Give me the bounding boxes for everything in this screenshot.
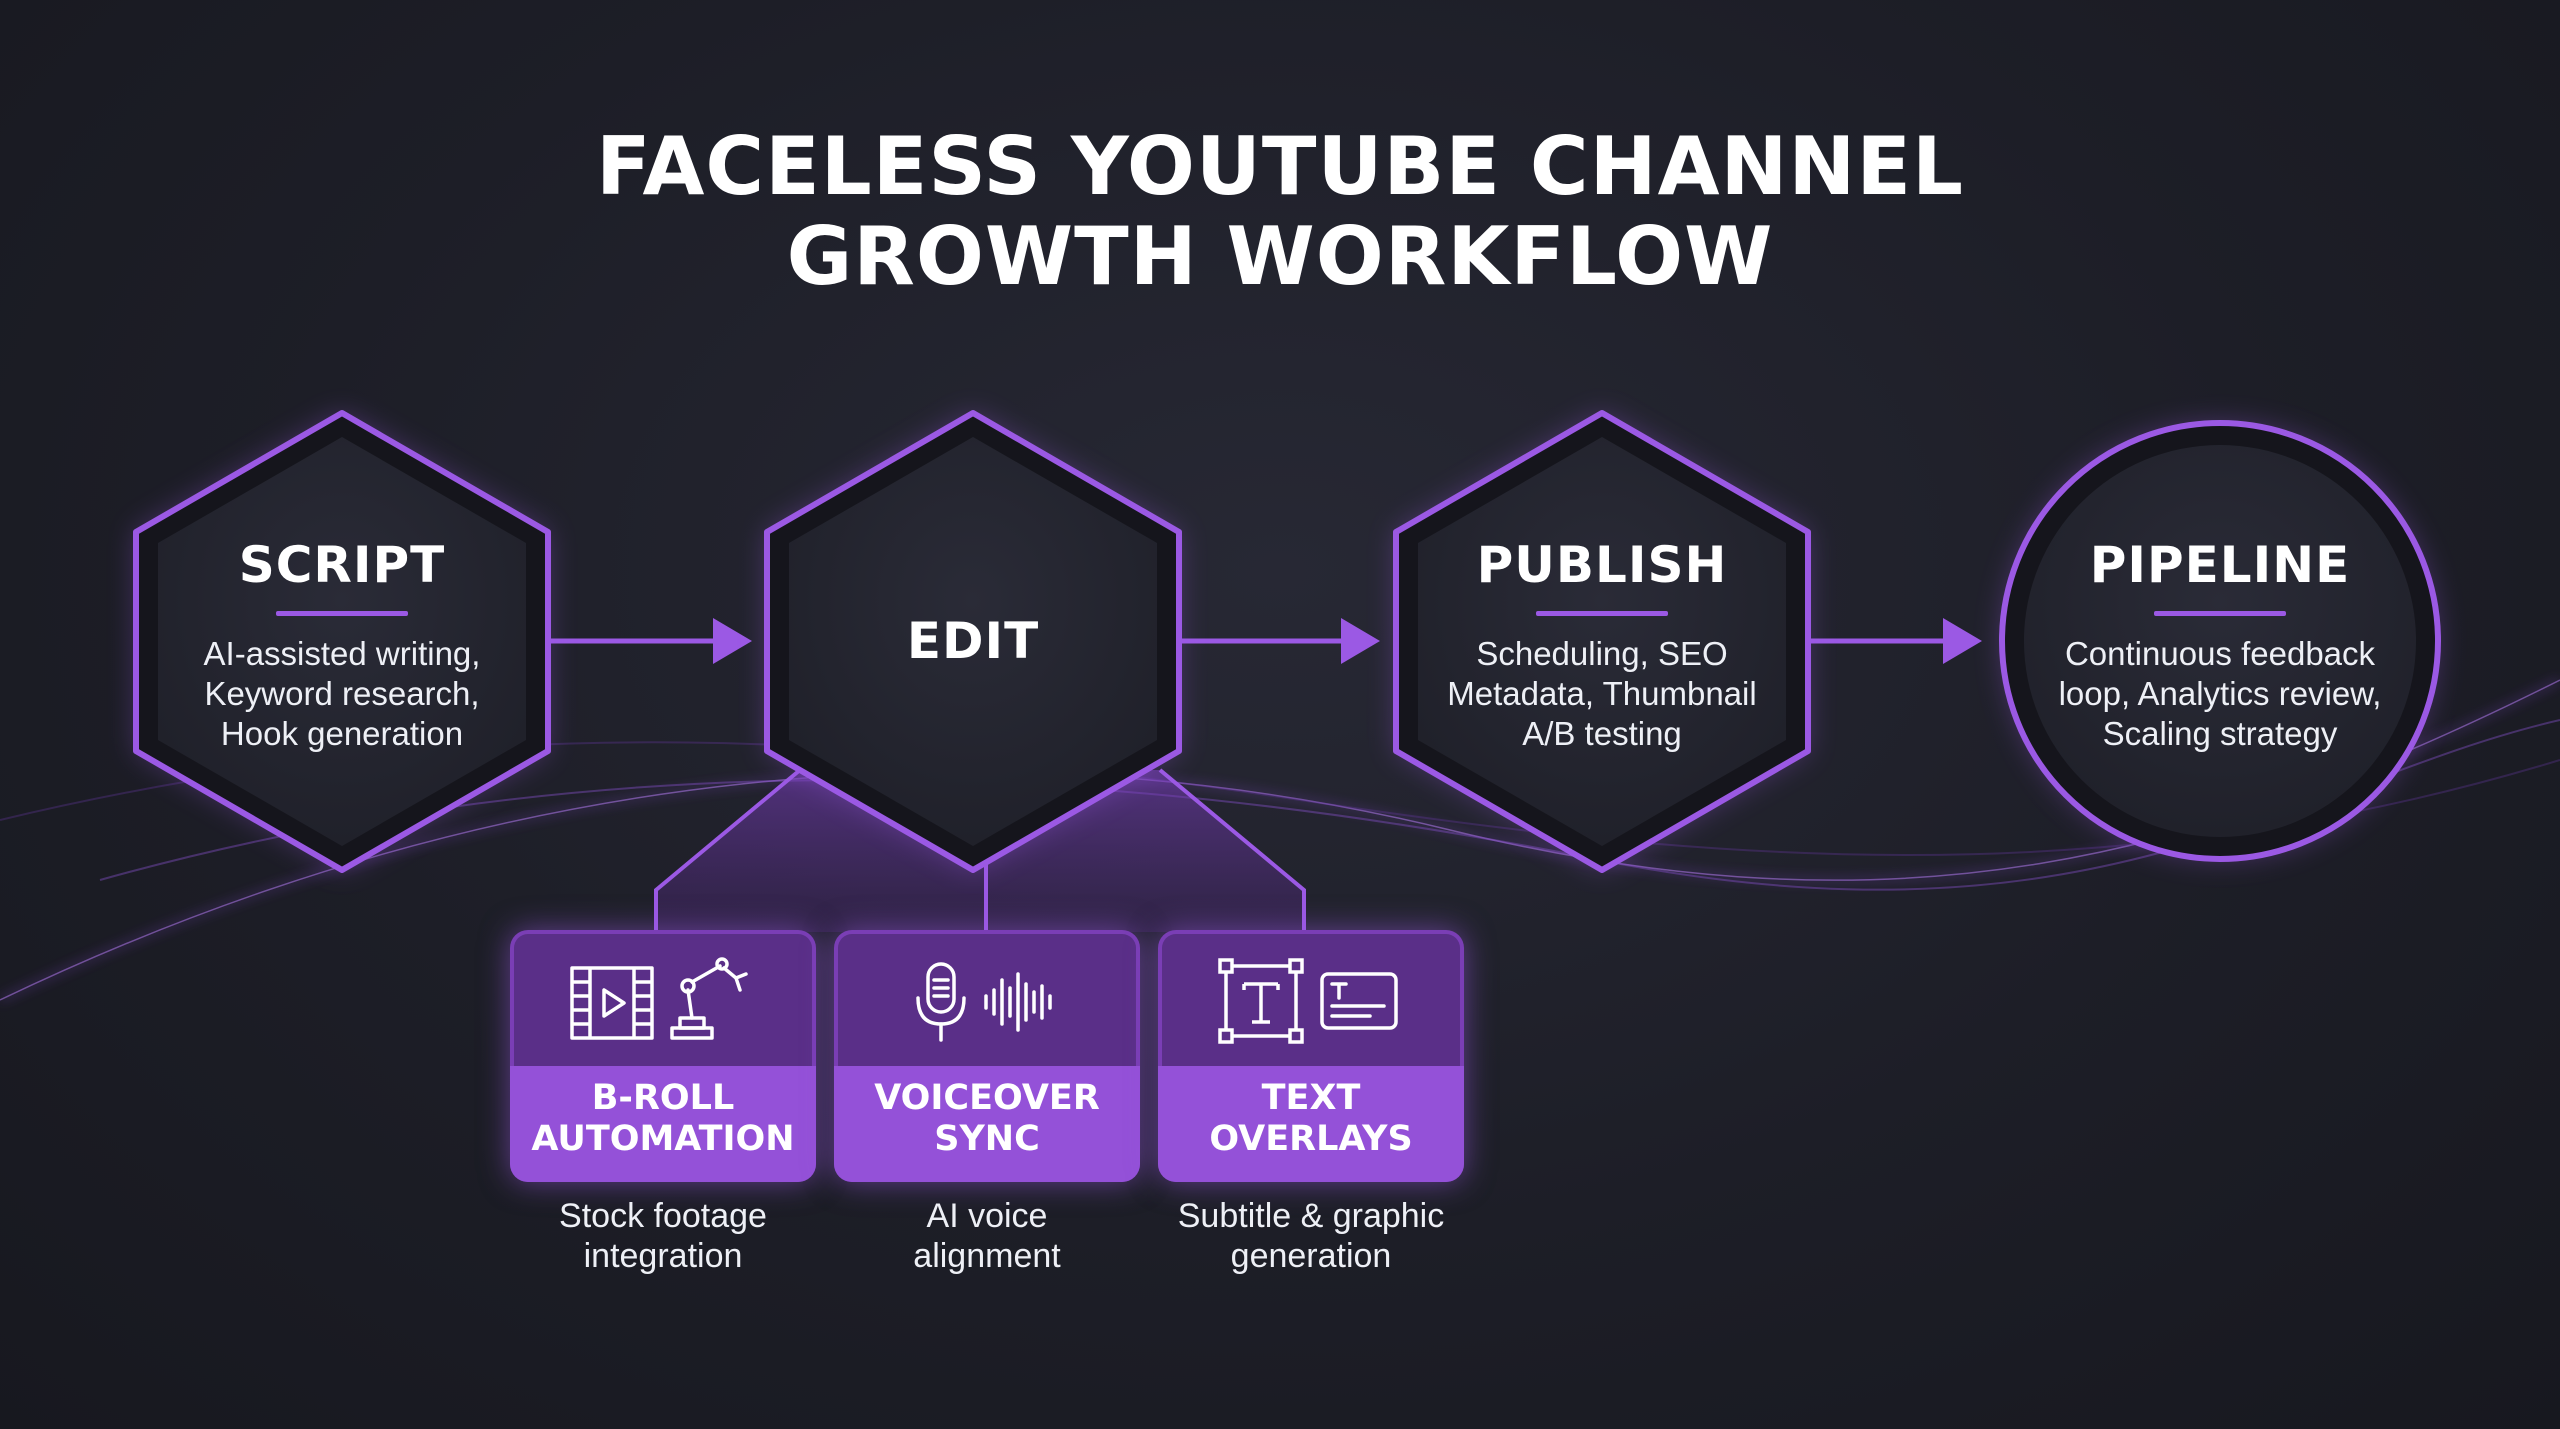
node-publish-title: PUBLISH — [1476, 536, 1728, 594]
node-pipeline-desc-2: loop, Analytics review, — [2058, 675, 2382, 712]
text-frame-icon — [1218, 958, 1304, 1044]
caption-box-icon — [1320, 972, 1398, 1030]
card-text-label-line-2: OVERLAYS — [1209, 1119, 1413, 1159]
node-pipeline-desc-1: Continuous feedback — [2064, 635, 2376, 672]
card-text-desc: Subtitle & graphic generation — [1131, 1196, 1491, 1276]
card-text-header — [1162, 934, 1460, 1066]
robot-arm-icon — [670, 957, 748, 1040]
card-broll-automation: B-ROLL AUTOMATION — [510, 930, 816, 1182]
node-script-desc-3: Hook generation — [220, 715, 464, 752]
arrow-edit-to-publish — [1180, 618, 1380, 664]
arrow-publish-to-pipeline — [1808, 618, 1982, 664]
node-pipeline-text: PIPELINE Continuous feedback loop, Analy… — [2020, 535, 2420, 754]
node-publish-desc-1: Scheduling, SEO — [1476, 635, 1728, 672]
node-publish-text: PUBLISH Scheduling, SEO Metadata, Thumbn… — [1412, 535, 1792, 754]
card-broll-label-line-2: AUTOMATION — [531, 1119, 795, 1159]
card-text-label-bg — [1158, 1066, 1464, 1182]
card-voiceover-desc-line-2: alignment — [913, 1237, 1061, 1275]
card-voiceover-label-line-2: SYNC — [934, 1119, 1040, 1159]
node-script-desc-2: Keyword research, — [204, 675, 480, 712]
node-pipeline-title: PIPELINE — [2089, 536, 2351, 594]
arrow-script-to-edit — [550, 618, 752, 664]
card-broll-desc-line-1: Stock footage — [559, 1197, 767, 1235]
card-voiceover-desc-line-1: AI voice — [926, 1197, 1048, 1235]
node-edit-title: EDIT — [906, 612, 1040, 670]
card-voiceover-sync: VOICEOVER SYNC — [834, 930, 1140, 1182]
card-broll-label-line-1: B-ROLL — [591, 1078, 735, 1118]
node-edit-text: EDIT — [793, 611, 1153, 671]
soundwave-icon — [984, 972, 1052, 1032]
card-voiceover-desc: AI voice alignment — [807, 1196, 1167, 1276]
node-script-desc-1: AI-assisted writing, — [203, 635, 481, 672]
card-text-label-line-1: TEXT — [1261, 1078, 1361, 1118]
card-broll-label-bg — [510, 1066, 816, 1182]
card-voiceover-label-bg — [834, 1066, 1140, 1182]
film-play-icon — [570, 966, 654, 1040]
card-voiceover-icons — [916, 962, 1052, 1042]
node-pipeline — [1999, 420, 2441, 862]
title-line-2: GROWTH WORKFLOW — [786, 210, 1774, 303]
card-broll-desc: Stock footage integration — [483, 1196, 843, 1276]
node-script-divider — [276, 611, 408, 616]
card-broll-desc-line-2: integration — [583, 1237, 743, 1275]
card-text-icons — [1218, 958, 1398, 1044]
node-script-text: SCRIPT AI-assisted writing, Keyword rese… — [162, 535, 522, 754]
node-script — [133, 410, 551, 873]
node-publish — [1393, 410, 1811, 873]
title-line-1: FACELESS YOUTUBE CHANNEL — [595, 120, 1965, 213]
node-pipeline-desc-3: Scaling strategy — [2102, 715, 2338, 752]
card-broll-header — [514, 934, 812, 1066]
microphone-icon — [916, 962, 966, 1042]
card-text-label: TEXT OVERLAYS — [1158, 1078, 1464, 1160]
card-voiceover-label: VOICEOVER SYNC — [834, 1078, 1140, 1160]
card-broll-icons — [570, 957, 748, 1040]
node-publish-divider — [1536, 611, 1668, 616]
card-voiceover-label-line-1: VOICEOVER — [874, 1078, 1100, 1118]
node-pipeline-divider — [2154, 611, 2286, 616]
node-publish-desc-2: Metadata, Thumbnail — [1447, 675, 1757, 712]
card-text-desc-line-2: generation — [1230, 1237, 1392, 1275]
page-title: FACELESS YOUTUBE CHANNEL GROWTH WORKFLOW — [280, 122, 2280, 302]
card-broll-label: B-ROLL AUTOMATION — [510, 1078, 816, 1160]
node-script-title: SCRIPT — [238, 536, 446, 594]
card-text-overlays: TEXT OVERLAYS — [1158, 930, 1464, 1182]
node-publish-desc-3: A/B testing — [1522, 715, 1682, 752]
card-text-desc-line-1: Subtitle & graphic — [1177, 1197, 1445, 1235]
node-edit — [764, 410, 1182, 873]
